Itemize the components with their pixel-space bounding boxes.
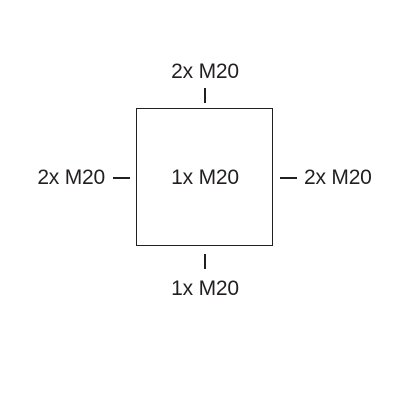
left-entry-marker: [113, 177, 130, 179]
bottom-entry-label: 1x M20: [171, 277, 239, 300]
bottom-entry-marker: [204, 254, 206, 269]
top-entry-marker: [204, 88, 206, 103]
top-entry-label: 2x M20: [171, 60, 239, 83]
center-entry-label: 1x M20: [171, 166, 239, 189]
enclosure-box: [136, 108, 273, 246]
right-entry-marker: [280, 177, 297, 179]
right-entry-label: 2x M20: [304, 166, 372, 189]
left-entry-label: 2x M20: [37, 166, 105, 189]
